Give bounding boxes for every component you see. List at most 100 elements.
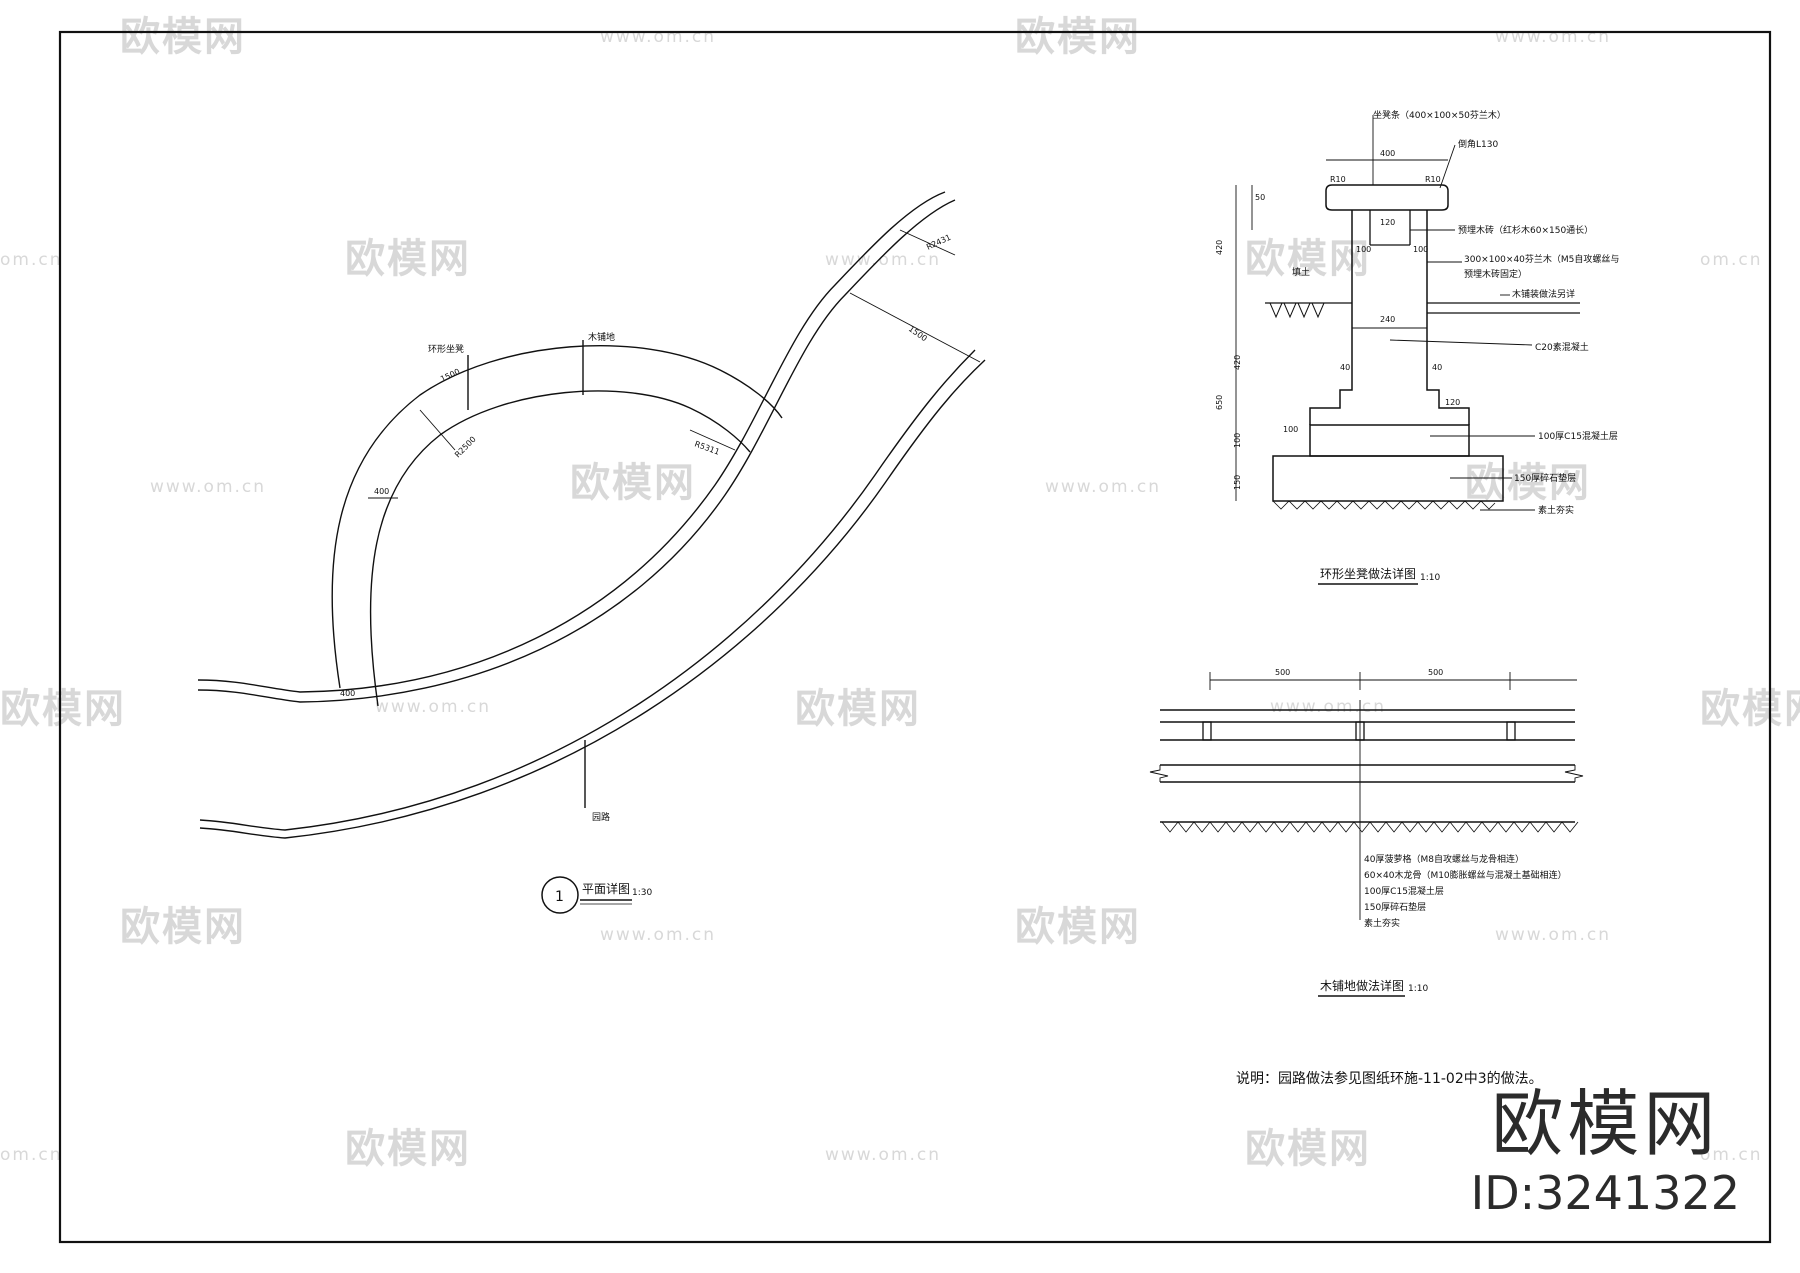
watermark-logo: 欧模网 xyxy=(1015,904,1141,950)
watermark-url: www.om.cn xyxy=(375,697,491,717)
seat-title: 环形坐凳做法详图 xyxy=(1320,566,1416,581)
seat-scale: 1:10 xyxy=(1420,573,1440,583)
watermark-logo: 欧模网 xyxy=(345,1126,471,1172)
watermark-logo: 欧模网 xyxy=(1465,460,1591,506)
deck-callout-4: 150厚碎石垫层 xyxy=(1364,901,1426,913)
dim-line-r2431 xyxy=(899,229,956,256)
deck-joist-3 xyxy=(1506,721,1516,741)
path-edge-upper-2 xyxy=(197,199,956,703)
seat-callout-4: 300×100×40芬兰木（M5自攻螺丝与 xyxy=(1464,253,1619,265)
seat-fill-label: 填土 xyxy=(1292,266,1310,278)
watermark-logo: 欧模网 xyxy=(570,460,696,506)
deck-scale: 1:10 xyxy=(1408,984,1428,994)
watermark-logo-partial: 欧模网 xyxy=(1700,686,1800,732)
path-edge-upper xyxy=(197,191,946,693)
watermark-url: www.om.cn xyxy=(1495,27,1611,47)
seat-dim-step-h: 120 xyxy=(1445,398,1460,407)
plan-view-text: 环形坐凳 木铺地 园路 1500 400 R2500 R5311 400 R24… xyxy=(340,233,952,914)
deck-soil-hatch xyxy=(1161,821,1579,833)
watermark-logo: 欧模网 xyxy=(1015,14,1141,60)
ring-bench-inner xyxy=(369,390,751,707)
soil-hatch-left xyxy=(1269,302,1325,319)
plan-number: 1 xyxy=(555,889,564,905)
seat-dim-inner-b: 100 xyxy=(1356,245,1371,254)
watermark-url: www.om.cn xyxy=(600,27,716,47)
plan-dim-a: 1500 xyxy=(439,367,461,384)
seat-dim-cap-h: 50 xyxy=(1255,193,1265,202)
path-edge-lower xyxy=(199,349,976,831)
watermark-url-partial: om.cn xyxy=(0,250,63,270)
drawing-note: 说明：园路做法参见图纸环施-11-02中3的做法。 xyxy=(1236,1070,1543,1087)
watermark-logo: 欧模网 xyxy=(120,904,246,950)
plan-dim-g: 1500 xyxy=(907,324,929,343)
deck-callout-1: 40厚菠萝格（M8自攻螺丝与龙骨相连） xyxy=(1364,853,1524,865)
deck-concrete-left-break xyxy=(1149,765,1169,782)
plan-dim-f: R2431 xyxy=(925,233,952,252)
leader-c20 xyxy=(1389,339,1533,346)
deck-joist-1 xyxy=(1202,721,1212,741)
path-edge-lower-2 xyxy=(199,359,986,839)
deck-callout-2: 60×40木龙骨（M10膨胀螺丝与混凝土基础相连） xyxy=(1364,869,1567,881)
plan-dim-e: 400 xyxy=(340,689,355,698)
plan-label-deck: 木铺地 xyxy=(588,331,615,343)
deck-concrete-right-break xyxy=(1564,765,1584,782)
seat-callout-5: 预埋木砖固定） xyxy=(1464,268,1527,280)
watermark-url-partial: om.cn xyxy=(1700,1145,1763,1165)
deck-callout-3: 100厚C15混凝土层 xyxy=(1364,885,1444,897)
drawing-border xyxy=(58,30,1772,1244)
watermark-url: www.om.cn xyxy=(1495,925,1611,945)
deck-dim-left: 500 xyxy=(1275,668,1290,677)
seat-dim-inner-c: 100 xyxy=(1413,245,1428,254)
seat-dim-step-l: 40 xyxy=(1340,363,1350,372)
watermark-logo: 欧模网 xyxy=(1245,236,1371,282)
watermark-url-partial: om.cn xyxy=(1700,250,1763,270)
watermark-url: www.om.cn xyxy=(150,477,266,497)
c15-layer xyxy=(1309,424,1470,457)
seat-callout-3: 预埋木砖（红杉木60×150通长） xyxy=(1458,224,1593,236)
bench-cap xyxy=(1325,184,1449,211)
seat-callout-7: C20素混凝土 xyxy=(1535,341,1589,353)
deck-callout-5: 素土夯实 xyxy=(1364,917,1400,929)
seat-dim-h-gravel: 150 xyxy=(1233,475,1242,490)
watermark-url: www.om.cn xyxy=(1270,697,1386,717)
seat-dim-chamfer-l: R10 xyxy=(1330,175,1346,184)
watermark-url: www.om.cn xyxy=(600,925,716,945)
seat-callout-9: 150厚碎石垫层 xyxy=(1514,472,1576,484)
deck-dim-right: 500 xyxy=(1428,668,1443,677)
plan-dim-b: 400 xyxy=(374,487,389,496)
dim-line-1500 xyxy=(849,292,981,363)
watermark-url: www.om.cn xyxy=(825,1145,941,1165)
seat-dim-wall-w: 240 xyxy=(1380,315,1395,324)
seat-callout-6: 木铺装做法另详 xyxy=(1512,288,1575,300)
plan-title: 平面详图 xyxy=(582,881,630,896)
plan-view xyxy=(197,191,986,839)
dim-line-r5311 xyxy=(689,429,736,451)
plan-dim-c: R2500 xyxy=(453,435,478,460)
deck-section xyxy=(1149,672,1584,997)
seat-callout-8: 100厚C15混凝土层 xyxy=(1538,430,1618,442)
seat-dim-h-total: 650 xyxy=(1215,395,1224,410)
watermark-logo: 欧模网 xyxy=(345,236,471,282)
watermark-logo-partial: 欧模网 xyxy=(0,686,126,732)
watermark-logo: 欧模网 xyxy=(795,686,921,732)
seat-section-text: 坐凳条（400×100×50芬兰木） 倒角L130 预埋木砖（红杉木60×150… xyxy=(1215,109,1619,583)
seat-dim-h-above: 420 xyxy=(1215,240,1224,255)
deck-title: 木铺地做法详图 xyxy=(1320,978,1404,993)
watermark-logo: 欧模网 xyxy=(1245,1126,1371,1172)
watermark-layer: 欧模网欧模网欧模网欧模网欧模网欧模网欧模网欧模网欧模网欧模网欧模网www.om.… xyxy=(0,14,1800,1172)
plan-label-seat: 环形坐凳 xyxy=(428,343,464,355)
seat-callout-1: 坐凳条（400×100×50芬兰木） xyxy=(1373,109,1506,121)
seat-callout-10: 素土夯实 xyxy=(1538,504,1574,516)
soil-hatch-bottom xyxy=(1272,500,1496,510)
watermark-url-partial: om.cn xyxy=(0,1145,63,1165)
plan-scale: 1:30 xyxy=(632,888,652,898)
seat-dim-h-c15: 100 xyxy=(1233,433,1242,448)
seat-dim-chamfer-r: R10 xyxy=(1425,175,1441,184)
seat-callout-2: 倒角L130 xyxy=(1458,138,1498,150)
seat-dim-base-ext: 100 xyxy=(1283,425,1298,434)
gravel-layer xyxy=(1272,455,1504,502)
seat-dim-step-r: 40 xyxy=(1432,363,1442,372)
plan-number-circle xyxy=(541,876,579,914)
watermark-url: www.om.cn xyxy=(1045,477,1161,497)
